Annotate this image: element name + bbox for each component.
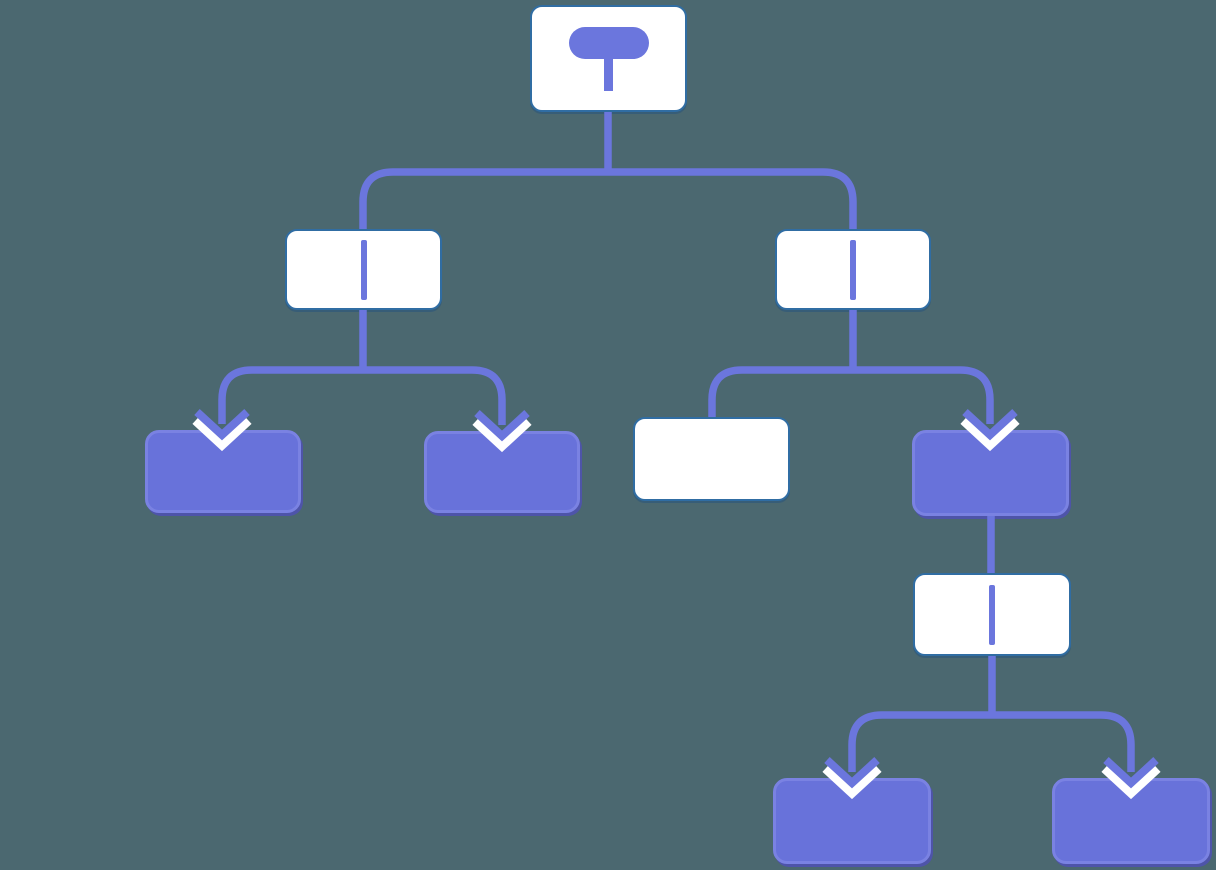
- node-root[interactable]: [530, 5, 687, 112]
- vertical-line-icon: [360, 239, 367, 300]
- node-leaf-2[interactable]: [424, 431, 580, 513]
- node-branch-right[interactable]: [775, 229, 931, 310]
- node-pass-through[interactable]: [913, 573, 1071, 656]
- node-leaf-1[interactable]: [145, 430, 301, 513]
- pill-stem: [604, 56, 613, 91]
- vertical-line-icon: [850, 239, 856, 300]
- edge-root-to-branches[interactable]: [359, 112, 857, 229]
- edge-passthrough-to-leaves[interactable]: [822, 656, 1161, 800]
- node-branch-left[interactable]: [285, 229, 442, 310]
- node-child-white[interactable]: [633, 417, 790, 501]
- node-leaf-3[interactable]: [773, 778, 931, 864]
- node-child-purple[interactable]: [912, 430, 1069, 516]
- node-leaf-4[interactable]: [1052, 778, 1210, 864]
- root-pill-icon: [568, 26, 649, 91]
- vertical-line-icon: [989, 584, 995, 645]
- edge-branch-left-to-leaves[interactable]: [192, 310, 532, 453]
- pill-shape: [568, 26, 649, 59]
